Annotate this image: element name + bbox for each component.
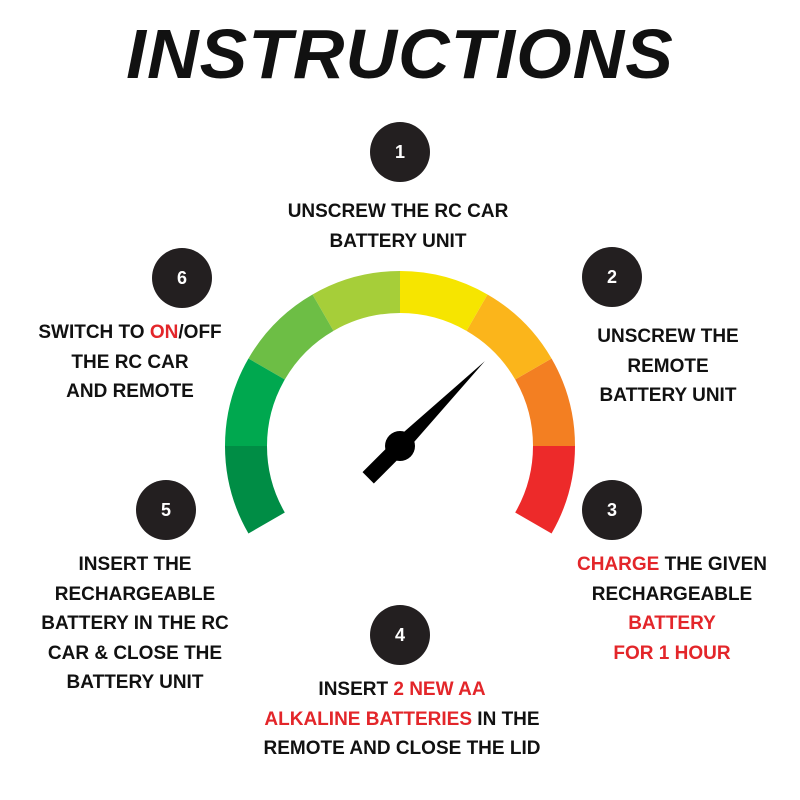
step-line: THE RC CAR bbox=[38, 348, 221, 378]
highlight-text: CHARGE bbox=[576, 554, 660, 575]
step-2-number: 2 bbox=[582, 247, 642, 307]
step-line: INSERT 2 NEW AA bbox=[264, 675, 541, 705]
step-line: UNSCREW THE bbox=[597, 322, 738, 352]
highlight-text: ALKALINE BATTERIES bbox=[264, 708, 473, 730]
step-text-segment: REMOTE bbox=[627, 355, 709, 377]
highlight-text: ON bbox=[149, 322, 179, 343]
step-line: BATTERY UNIT bbox=[597, 381, 738, 411]
step-text-segment: IN THE bbox=[472, 708, 540, 730]
gauge-segment bbox=[312, 271, 400, 331]
step-line: BATTERY IN THE RC bbox=[41, 609, 229, 639]
step-line: BATTERY bbox=[577, 609, 767, 639]
step-text-segment: UNSCREW THE RC CAR bbox=[287, 201, 509, 222]
highlight-text: BATTERY bbox=[628, 613, 716, 634]
step-line: FOR 1 HOUR bbox=[577, 639, 767, 669]
step-3-text: CHARGE THE GIVEN RECHARGEABLE BATTERY FOR 1… bbox=[577, 550, 767, 668]
step-2-text: UNSCREW THE REMOTE BATTERY UNIT bbox=[597, 322, 738, 411]
gauge-segment bbox=[400, 271, 488, 331]
step-6-text: SWITCH TO ON/OFF THE RC CAR AND REMOTE bbox=[38, 318, 221, 407]
step-text-segment: CAR & CLOSE THE bbox=[47, 642, 223, 664]
gauge-segment bbox=[515, 358, 575, 446]
step-text-segment: BATTERY UNIT bbox=[599, 385, 737, 406]
step-4-number: 4 bbox=[370, 605, 430, 665]
step-text-segment: BATTERY IN THE RC bbox=[41, 613, 229, 634]
step-text-segment: REMOTE AND CLOSE THE LID bbox=[263, 738, 541, 759]
step-6-number: 6 bbox=[152, 248, 212, 308]
step-line: ALKALINE BATTERIES IN THE bbox=[264, 705, 541, 735]
step-5-number: 5 bbox=[136, 480, 196, 540]
step-line: BATTERY UNIT bbox=[41, 668, 229, 698]
highlight-text: 2 NEW AA bbox=[393, 679, 486, 700]
step-text-segment: THE RC CAR bbox=[71, 351, 189, 373]
step-text-segment: BATTERY UNIT bbox=[66, 672, 204, 693]
step-text-segment: INSERT bbox=[318, 679, 394, 700]
highlight-text: FOR 1 HOUR bbox=[613, 642, 731, 664]
step-line: UNSCREW THE RC CAR bbox=[288, 197, 509, 227]
gauge-segment bbox=[466, 294, 552, 380]
step-text-segment: SWITCH TO bbox=[38, 322, 150, 343]
step-line: CAR & CLOSE THE bbox=[41, 639, 229, 669]
step-line: BATTERY UNIT bbox=[288, 227, 509, 257]
page-title: INSTRUCTIONS bbox=[126, 15, 674, 93]
step-text-segment: THE GIVEN bbox=[659, 554, 768, 575]
step-text-segment: INSERT THE bbox=[78, 554, 192, 575]
step-5-text: INSERT THE RECHARGEABLE BATTERY IN THE RC C… bbox=[41, 550, 229, 698]
gauge-hub bbox=[385, 431, 415, 461]
gauge-segment bbox=[248, 294, 334, 380]
step-text-segment: RECHARGEABLE bbox=[591, 583, 753, 605]
step-line: RECHARGEABLE bbox=[41, 580, 229, 610]
step-line: REMOTE AND CLOSE THE LID bbox=[264, 734, 541, 764]
step-line: REMOTE bbox=[597, 352, 738, 382]
step-line: INSERT THE bbox=[41, 550, 229, 580]
step-text-segment: RECHARGEABLE bbox=[54, 583, 216, 605]
step-line: SWITCH TO ON/OFF bbox=[38, 318, 221, 348]
gauge-segment bbox=[225, 446, 285, 534]
step-text-segment: UNSCREW THE bbox=[597, 326, 739, 347]
step-line: AND REMOTE bbox=[38, 377, 221, 407]
step-text-segment: AND REMOTE bbox=[66, 381, 194, 402]
step-1-number: 1 bbox=[370, 122, 430, 182]
step-text-segment: BATTERY UNIT bbox=[329, 230, 467, 252]
step-3-number: 3 bbox=[582, 480, 642, 540]
step-line: CHARGE THE GIVEN bbox=[577, 550, 767, 580]
gauge-segment bbox=[225, 358, 285, 446]
step-1-text: UNSCREW THE RC CAR BATTERY UNIT bbox=[288, 197, 509, 256]
step-text-segment: /OFF bbox=[178, 322, 222, 343]
gauge-needle bbox=[362, 361, 485, 484]
gauge-segment bbox=[515, 446, 575, 534]
step-line: RECHARGEABLE bbox=[577, 580, 767, 610]
